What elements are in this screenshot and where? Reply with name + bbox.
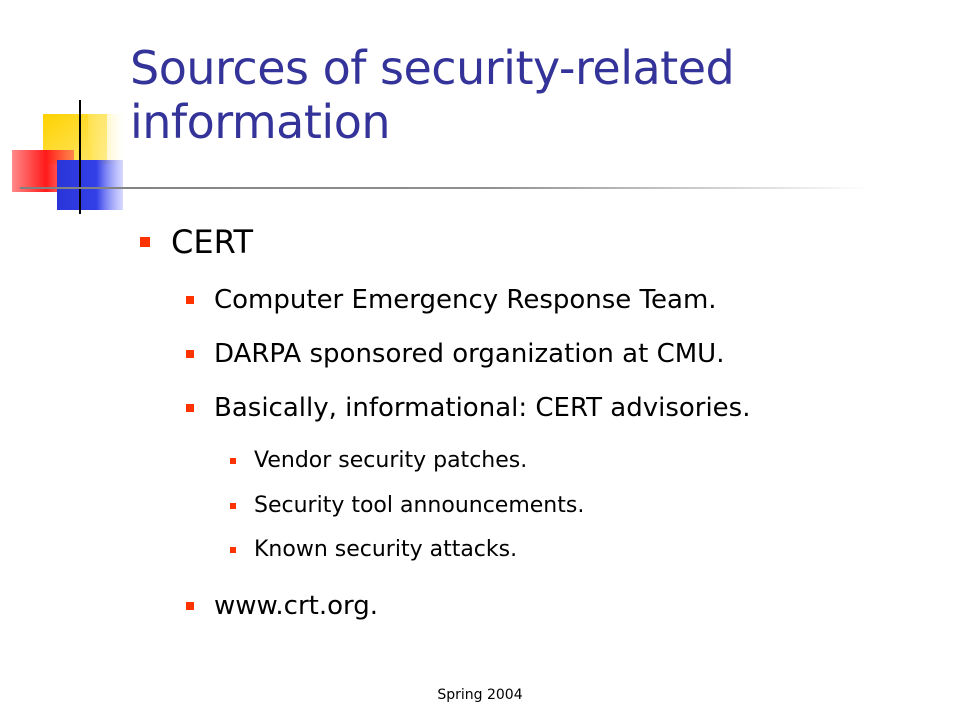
yellow-fade (88, 114, 128, 164)
bullet-square-icon (230, 547, 236, 553)
bullet-text: Basically, informational: CERT advisorie… (214, 393, 751, 423)
bullet-square-icon (186, 350, 194, 358)
bullet-square-icon (230, 458, 236, 464)
bullet-square-icon (140, 237, 150, 247)
bullet-text: DARPA sponsored organization at CMU. (214, 339, 725, 369)
bullet-text: Known security attacks. (254, 537, 518, 562)
slide-title: Sources of security-related information (130, 41, 735, 149)
bullet-text: Vendor security patches. (254, 448, 528, 473)
title-underline (20, 187, 870, 189)
slide-footer: Spring 2004 (437, 687, 523, 703)
bullet-text: Security tool announcements. (254, 493, 585, 518)
bullet-square-icon (186, 296, 194, 304)
blue-square (57, 160, 123, 210)
bullet-text: www.crt.org. (214, 591, 379, 621)
bullet-square-icon (230, 503, 236, 509)
bullet-square-icon (186, 602, 194, 610)
bullet-square-icon (186, 404, 194, 412)
bullet-text: Computer Emergency Response Team. (214, 285, 717, 315)
bullet-text: CERT (171, 223, 254, 261)
decorative-squares-logo (12, 100, 128, 214)
